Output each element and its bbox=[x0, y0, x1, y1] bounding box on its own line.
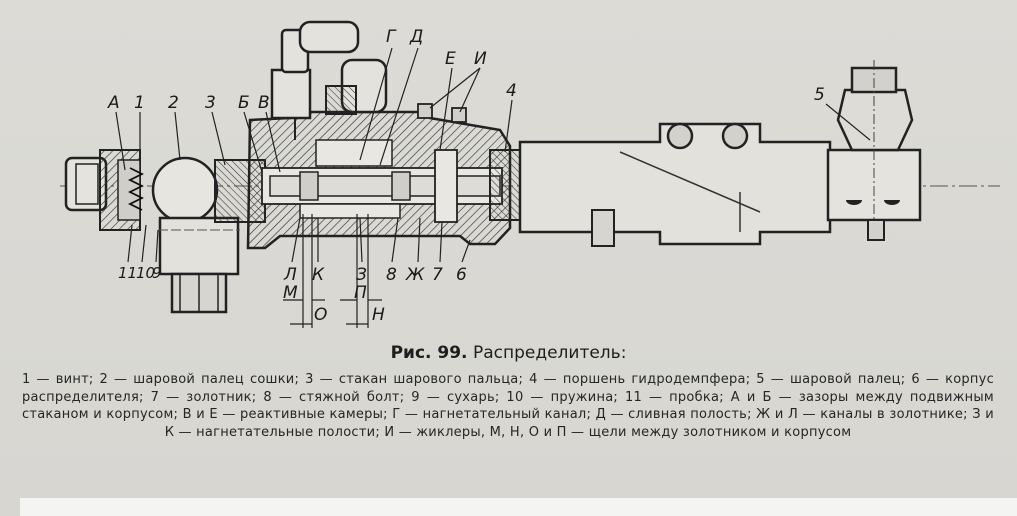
label-P: П bbox=[354, 283, 367, 303]
label-6: 6 bbox=[456, 265, 467, 285]
figure-title: Распределитель: bbox=[472, 343, 627, 363]
label-11: 11 bbox=[118, 264, 137, 282]
label-N: Н bbox=[372, 305, 385, 325]
label-L: Л bbox=[283, 265, 297, 285]
label-D: Д bbox=[409, 27, 423, 47]
label-M: М bbox=[283, 283, 298, 303]
label-B: Б bbox=[238, 93, 250, 113]
technical-drawing-svg: А 1 2 3 Б В Г Д Е И 4 5 11 10 9 Л М К О … bbox=[60, 20, 1000, 328]
label-Zh: Ж bbox=[405, 265, 425, 285]
label-10: 10 bbox=[136, 264, 155, 282]
figure-legend: 1 — винт; 2 — шаровой палец сошки; 3 — с… bbox=[22, 372, 994, 440]
label-3: 3 bbox=[205, 93, 216, 113]
label-4: 4 bbox=[506, 81, 517, 101]
label-5: 5 bbox=[814, 85, 825, 105]
label-9: 9 bbox=[152, 264, 162, 282]
damper-piston bbox=[489, 149, 521, 221]
leader-lines bbox=[115, 47, 871, 328]
hose-fittings bbox=[270, 20, 388, 140]
label-1: 1 bbox=[134, 93, 145, 113]
distributor-body bbox=[246, 110, 512, 250]
ball-pin bbox=[151, 156, 240, 314]
label-E: Е bbox=[445, 49, 456, 69]
damper-cylinder bbox=[518, 122, 832, 247]
figure-caption: Рис. 99. Распределитель: bbox=[0, 343, 1017, 363]
label-A: А bbox=[107, 93, 120, 113]
label-G: Г bbox=[386, 27, 397, 47]
jet-screws bbox=[417, 103, 467, 123]
label-2: 2 bbox=[168, 93, 179, 113]
label-O: О bbox=[314, 305, 327, 325]
label-8: 8 bbox=[386, 265, 397, 285]
label-Z: З bbox=[356, 265, 367, 285]
label-V: В bbox=[258, 93, 270, 113]
distributor-drawing: А 1 2 3 Б В Г Д Е И 4 5 11 10 9 Л М К О … bbox=[60, 20, 1000, 328]
page-bottom-margin bbox=[20, 498, 1017, 516]
label-7: 7 bbox=[432, 265, 443, 285]
figure-number: Рис. 99. bbox=[390, 343, 468, 363]
label-K: К bbox=[312, 265, 325, 285]
label-I: И bbox=[474, 49, 487, 69]
plug-assembly bbox=[64, 149, 145, 231]
right-ball-pin bbox=[826, 60, 922, 241]
